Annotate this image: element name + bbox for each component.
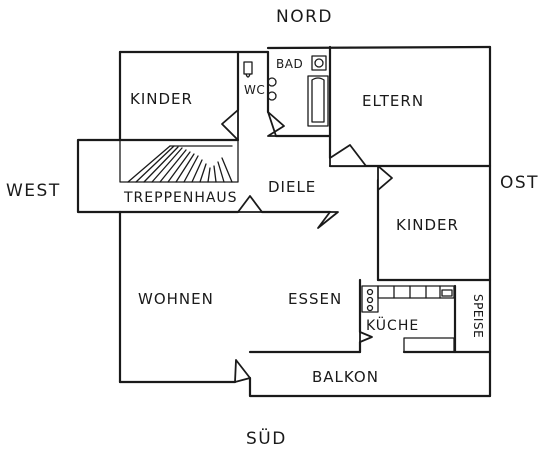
stove-icon bbox=[361, 285, 379, 313]
compass-west: WEST bbox=[6, 181, 61, 201]
door-eltern bbox=[329, 144, 367, 167]
door-balkon bbox=[234, 359, 251, 383]
compass-north: NORD bbox=[276, 7, 333, 27]
wc-fixtures bbox=[243, 61, 277, 101]
room-treppenhaus: TREPPENHAUS bbox=[123, 190, 238, 206]
door-wohnen bbox=[317, 211, 339, 229]
room-labels: KINDER WC BAD ELTERN TREPPENHAUS DIELE K… bbox=[123, 57, 485, 386]
room-balkon: BALKON bbox=[312, 368, 379, 386]
room-diele: DIELE bbox=[268, 178, 316, 196]
room-kinder-east: KINDER bbox=[396, 216, 459, 234]
room-essen: ESSEN bbox=[288, 290, 342, 308]
doors bbox=[221, 109, 393, 383]
counter-icon bbox=[377, 285, 455, 299]
bathtub-icon bbox=[307, 75, 329, 127]
compass-south: SÜD bbox=[246, 427, 287, 449]
kitchen-fixtures bbox=[361, 285, 455, 353]
room-speise: SPEISE bbox=[471, 294, 485, 338]
kitchen-table-icon bbox=[403, 337, 455, 353]
door-treppenhaus bbox=[237, 195, 263, 213]
room-wohnen: WOHNEN bbox=[138, 290, 214, 308]
compass-labels: NORD SÜD WEST OST bbox=[6, 7, 539, 449]
room-eltern: ELTERN bbox=[362, 92, 424, 110]
washbasin-icon bbox=[311, 55, 327, 71]
outer-walls bbox=[76, 45, 492, 398]
room-kueche: KÜCHE bbox=[366, 316, 419, 334]
compass-east: OST bbox=[500, 173, 539, 193]
interior-walls bbox=[118, 45, 492, 354]
door-kinder-nw bbox=[221, 109, 239, 141]
room-bad: BAD bbox=[276, 57, 303, 71]
room-kinder-nw: KINDER bbox=[130, 90, 193, 108]
sink-icon bbox=[267, 77, 277, 87]
sink-kitchen-icon bbox=[441, 289, 453, 297]
door-kinder-east bbox=[377, 165, 393, 191]
room-wc: WC bbox=[244, 83, 265, 97]
door-kueche bbox=[359, 331, 373, 343]
toilet-icon bbox=[243, 61, 253, 75]
door-wc bbox=[267, 111, 285, 137]
staircase bbox=[119, 139, 239, 183]
bath-fixtures bbox=[307, 55, 329, 127]
